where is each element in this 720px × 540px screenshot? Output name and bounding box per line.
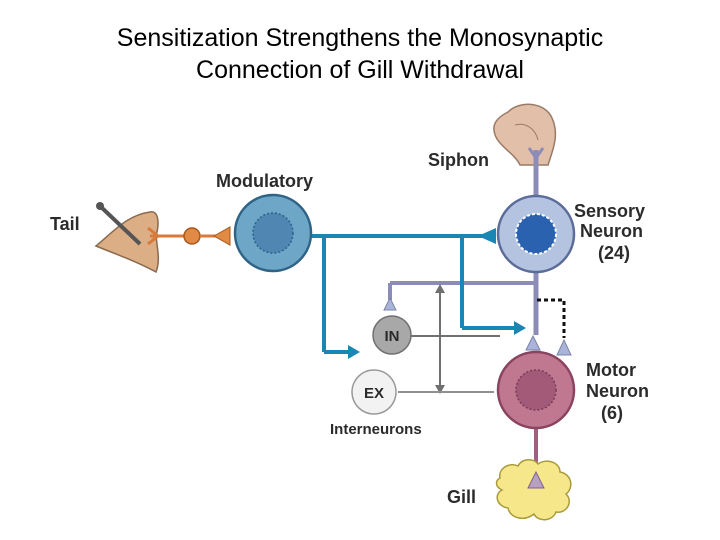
modulatory-pathway bbox=[312, 228, 526, 359]
tail-sensory-neuron bbox=[147, 226, 231, 246]
interneuron-pathways bbox=[398, 284, 500, 394]
motor-neuron-label-line-1: Motor bbox=[586, 360, 636, 380]
sensory-pathway bbox=[383, 147, 572, 356]
modulatory-neuron bbox=[233, 193, 313, 273]
gill-illustration bbox=[495, 459, 572, 521]
sensory-neuron-label-line-1: Sensory bbox=[574, 201, 645, 221]
siphon-label: Siphon bbox=[428, 150, 489, 170]
title-line-1: Sensitization Strengthens the Monosynapt… bbox=[116, 24, 604, 52]
tail-illustration bbox=[94, 202, 160, 274]
sensory-neuron-label-line-2: Neuron bbox=[580, 221, 643, 241]
inhibitory-interneuron bbox=[372, 315, 412, 355]
gill-label: Gill bbox=[447, 487, 476, 507]
title-line-2: Connection of Gill Withdrawal bbox=[196, 56, 524, 84]
sensory-neuron bbox=[496, 194, 576, 274]
excitatory-interneuron bbox=[351, 369, 397, 415]
in-neuron-label: IN bbox=[385, 328, 400, 345]
motor-neuron bbox=[496, 350, 576, 472]
motor-neuron-count: (6) bbox=[601, 403, 623, 423]
sensory-neuron-count: (24) bbox=[598, 243, 630, 263]
tail-label: Tail bbox=[50, 214, 80, 234]
diagram-title: Sensitization Strengthens the Monosynapt… bbox=[0, 22, 720, 86]
ex-neuron-label: EX bbox=[364, 385, 384, 402]
interneurons-label: Interneurons bbox=[330, 421, 422, 438]
modulatory-label: Modulatory bbox=[216, 171, 313, 191]
motor-neuron-label-line-2: Neuron bbox=[586, 381, 649, 401]
siphon-illustration bbox=[493, 103, 557, 166]
